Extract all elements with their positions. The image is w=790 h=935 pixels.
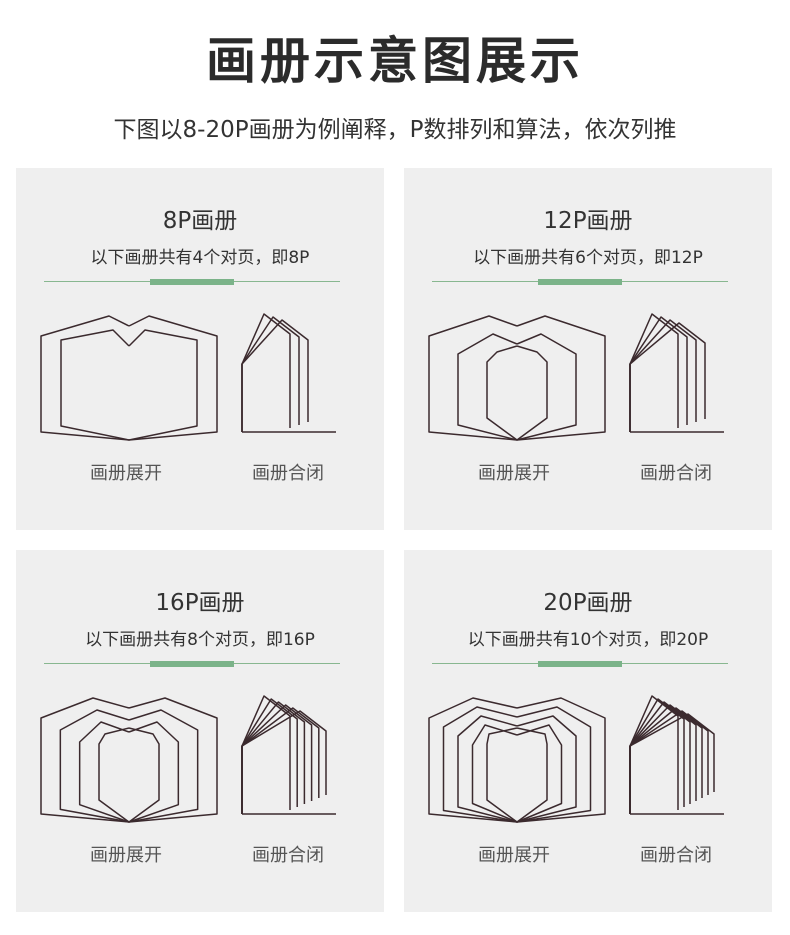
album-illustration [40,695,336,823]
card-subtitle: 以下画册共有6个对页，即12P [473,248,703,268]
open-page-left [428,697,518,823]
open-page-right [516,727,548,823]
open-caption: 画册展开 [478,463,550,484]
open-page-right [516,315,606,441]
open-page-right [128,697,218,823]
closed-caption: 画册合闭 [252,463,324,484]
divider-accent [538,279,622,285]
page-title: 画册示意图展示 [206,32,584,90]
open-page-right [516,697,606,823]
divider-accent [538,661,622,667]
page-subtitle: 下图以8-20P画册为例阐释，P数排列和算法，依次列推 [113,117,677,143]
open-page-left [78,721,130,823]
closed-page [241,701,306,814]
open-page-right [128,721,180,823]
closed-page [629,707,703,814]
closed-page [241,698,298,814]
open-page-left [457,715,518,823]
divider-accent [150,279,234,285]
open-page-right [516,715,577,823]
card-subtitle: 以下画册共有10个对页，即20P [467,630,709,650]
closed-page [241,695,291,814]
open-page-left [60,329,130,441]
closed-caption: 画册合闭 [640,845,712,866]
divider-accent [150,661,234,667]
open-page-right [128,329,198,441]
open-page-right [516,706,592,823]
closed-page [241,707,320,814]
card-title: 12P画册 [543,208,633,234]
album-illustration [428,313,724,441]
open-page-left [471,724,518,823]
card-subtitle: 以下画册共有4个对页，即8P [90,248,310,268]
card-title: 20P画册 [543,590,633,616]
open-page-left [486,345,518,441]
album-illustration [428,695,724,823]
open-caption: 画册展开 [90,845,162,866]
open-page-left [40,315,130,441]
open-page-left [457,333,518,441]
closed-page [629,322,706,432]
closed-page [629,713,715,814]
card-title: 8P画册 [162,208,238,234]
closed-page [241,313,291,432]
card-title: 16P画册 [155,590,245,616]
closed-page [241,710,327,814]
open-page-right [516,345,548,441]
closed-page [629,698,685,814]
open-page-left [428,315,518,441]
closed-page [629,313,679,432]
open-page-right [128,709,199,823]
open-page-right [516,333,577,441]
closed-page [241,319,309,432]
card-subtitle: 以下画册共有8个对页，即16P [85,630,315,650]
open-page-right [128,727,160,823]
closed-page [629,704,697,814]
open-page-left [40,697,130,823]
open-caption: 画册展开 [478,845,550,866]
closed-caption: 画册合闭 [640,463,712,484]
closed-caption: 画册合闭 [252,845,324,866]
album-illustration [40,313,336,441]
open-caption: 画册展开 [90,463,162,484]
open-page-left [98,727,130,823]
album-card-12p: 12P画册 以下画册共有6个对页，即12P 画册展开 画册合闭 [404,168,772,530]
album-card-20p: 20P画册 以下画册共有10个对页，即20P 画册展开 画册合闭 [404,550,772,912]
closed-page [629,695,679,814]
open-page-right [128,315,218,441]
open-page-right [516,724,563,823]
closed-page [629,701,691,814]
open-page-left [442,706,518,823]
open-page-left [486,727,518,823]
album-card-16p: 16P画册 以下画册共有8个对页，即16P 画册展开 画册合闭 [16,550,384,912]
album-card-8p: 8P画册 以下画册共有4个对页，即8P 画册展开 画册合闭 [16,168,384,530]
open-page-left [59,709,130,823]
